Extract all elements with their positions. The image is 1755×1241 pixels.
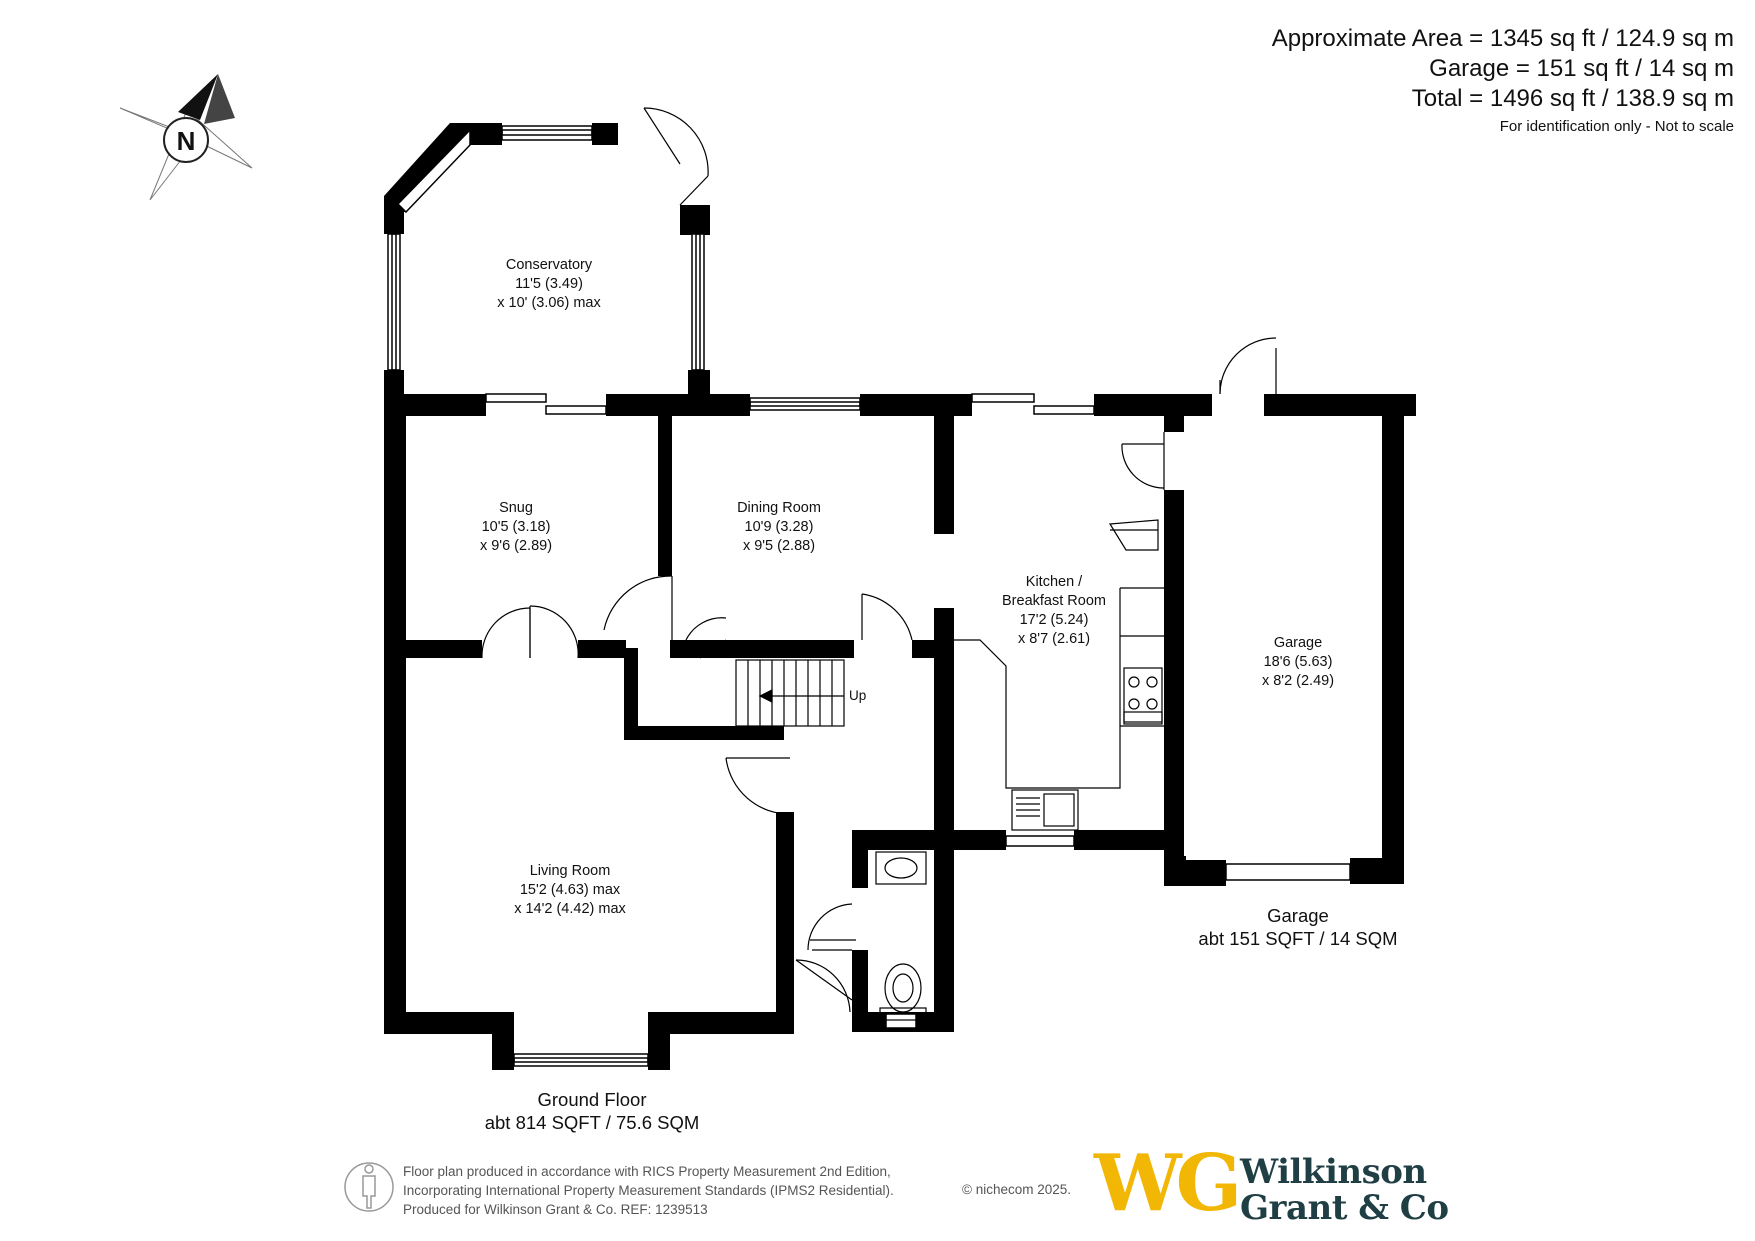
brand-name-line1: Wilkinson: [1240, 1152, 1427, 1192]
basin-icon: [875, 851, 927, 885]
sliding-doors: [485, 393, 1095, 415]
room-dim: x 8'7 (2.61): [1017, 631, 1091, 647]
stairs-up-label: Up: [849, 688, 867, 703]
hob-icon: [1123, 667, 1163, 725]
floor-label-garage: Garage abt 151 SQFT / 14 SQM: [1198, 904, 1397, 950]
brand-monogram: WG: [1094, 1138, 1242, 1229]
kitchen-fittings: [954, 519, 1164, 831]
windows: [387, 125, 1351, 1067]
room-name: Breakfast Room: [1002, 593, 1106, 609]
footer-disclaimer: Floor plan produced in accordance with R…: [403, 1162, 894, 1219]
room-name: Snug: [499, 500, 533, 516]
room-name: Dining Room: [737, 500, 821, 516]
footer-line: Produced for Wilkinson Grant & Co. REF: …: [403, 1202, 708, 1217]
footer-copyright: © nichecom 2025.: [962, 1182, 1072, 1197]
room-dim: 17'2 (5.24): [1019, 612, 1089, 628]
room-label-living-room: Living Room 15'2 (4.63) max x 14'2 (4.42…: [514, 862, 626, 919]
room-dim: 11'5 (3.49): [515, 276, 583, 292]
brand-name-line2: Grant & Co: [1240, 1188, 1449, 1228]
floor-area: abt 151 SQFT / 14 SQM: [1198, 928, 1398, 949]
compass-icon: N: [119, 74, 253, 201]
toilet-icon: [884, 963, 922, 1013]
walls: [384, 123, 1416, 1070]
door-swings: [481, 107, 1277, 1013]
room-dim: x 14'2 (4.42) max: [514, 901, 626, 917]
brand-name: Wilkinson Grant & Co: [1240, 1154, 1449, 1226]
room-dim: 10'5 (3.18): [481, 519, 551, 535]
room-dim: x 9'6 (2.89): [479, 538, 553, 554]
approximate-area: Approximate Area = 1345 sq ft / 124.9 sq…: [1271, 25, 1734, 52]
room-label-garage: Garage 18'6 (5.63) x 8'2 (2.49): [1262, 634, 1334, 691]
area-summary: Approximate Area = 1345 sq ft / 124.9 sq…: [1134, 24, 1734, 138]
room-dim: x 10' (3.06) max: [497, 295, 601, 311]
room-dim: x 8'2 (2.49): [1261, 673, 1335, 689]
toilet-cistern-icon: [879, 1007, 927, 1021]
room-label-snug: Snug 10'5 (3.18) x 9'6 (2.89): [480, 499, 552, 556]
room-dim: x 9'5 (2.88): [742, 538, 816, 554]
scale-note: For identification only - Not to scale: [1499, 118, 1734, 135]
room-name: Garage: [1273, 635, 1323, 651]
garage-area: Garage = 151 sq ft / 14 sq m: [1429, 55, 1734, 82]
room-dim: 10'9 (3.28): [744, 519, 814, 535]
room-label-dining-room: Dining Room 10'9 (3.28) x 9'5 (2.88): [737, 499, 821, 556]
room-label-kitchen: Kitchen / Breakfast Room 17'2 (5.24) x 8…: [1002, 573, 1106, 649]
brand-logo: WG Wilkinson Grant & Co: [1094, 1144, 1449, 1227]
footer-line: Incorporating International Property Mea…: [403, 1183, 894, 1198]
room-name: Conservatory: [505, 257, 593, 273]
sink-icon: [1011, 789, 1079, 831]
room-name: Living Room: [529, 863, 611, 879]
person-icon: [344, 1162, 394, 1212]
room-dim: 15'2 (4.63) max: [519, 882, 621, 898]
compass-n-label: N: [177, 126, 196, 156]
floor-title: Ground Floor: [537, 1089, 647, 1110]
room-name: Kitchen /: [1025, 574, 1083, 590]
total-area: Total = 1496 sq ft / 138.9 sq m: [1411, 85, 1734, 112]
floor-area: abt 814 SQFT / 75.6 SQM: [484, 1112, 700, 1133]
footer-line: Floor plan produced in accordance with R…: [403, 1164, 891, 1179]
floor-title: Garage: [1267, 905, 1329, 926]
staircase: [735, 659, 845, 727]
room-label-conservatory: Conservatory 11'5 (3.49) x 10' (3.06) ma…: [497, 256, 601, 313]
wc-fittings: [875, 851, 927, 1021]
floor-label-ground: Ground Floor abt 814 SQFT / 75.6 SQM: [485, 1088, 700, 1134]
room-dim: 18'6 (5.63): [1263, 654, 1333, 670]
